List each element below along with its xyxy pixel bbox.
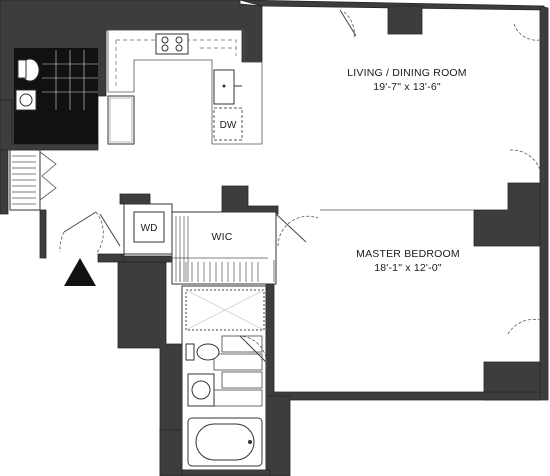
wic-label: WIC xyxy=(211,231,232,243)
entry-doors xyxy=(59,211,121,255)
walk-in-closet xyxy=(171,211,319,285)
north-arrow-icon xyxy=(64,258,96,286)
entry-closet xyxy=(9,149,57,211)
washer-dryer xyxy=(133,211,165,243)
living-room-details xyxy=(339,9,541,335)
kitchen xyxy=(107,29,263,145)
master-bedroom-dims: 18'-1" x 12'-0" xyxy=(374,262,442,274)
bathroom-2 xyxy=(181,285,267,471)
laundry xyxy=(123,203,173,255)
cooktop-icon xyxy=(155,33,189,55)
bathroom-1 xyxy=(14,48,98,144)
bedroom-details xyxy=(273,209,474,282)
dishwasher xyxy=(213,107,243,141)
refrigerator-icon xyxy=(107,95,135,145)
living-room-name: LIVING / DINING ROOM xyxy=(347,67,467,79)
dishwasher-label: DW xyxy=(220,120,237,131)
master-bedroom-name: MASTER BEDROOM xyxy=(356,248,460,260)
toilet-icon xyxy=(196,343,220,361)
living-room-dims: 19'-7" x 13'-6" xyxy=(373,81,441,93)
washer-dryer-label: WD xyxy=(141,223,158,234)
